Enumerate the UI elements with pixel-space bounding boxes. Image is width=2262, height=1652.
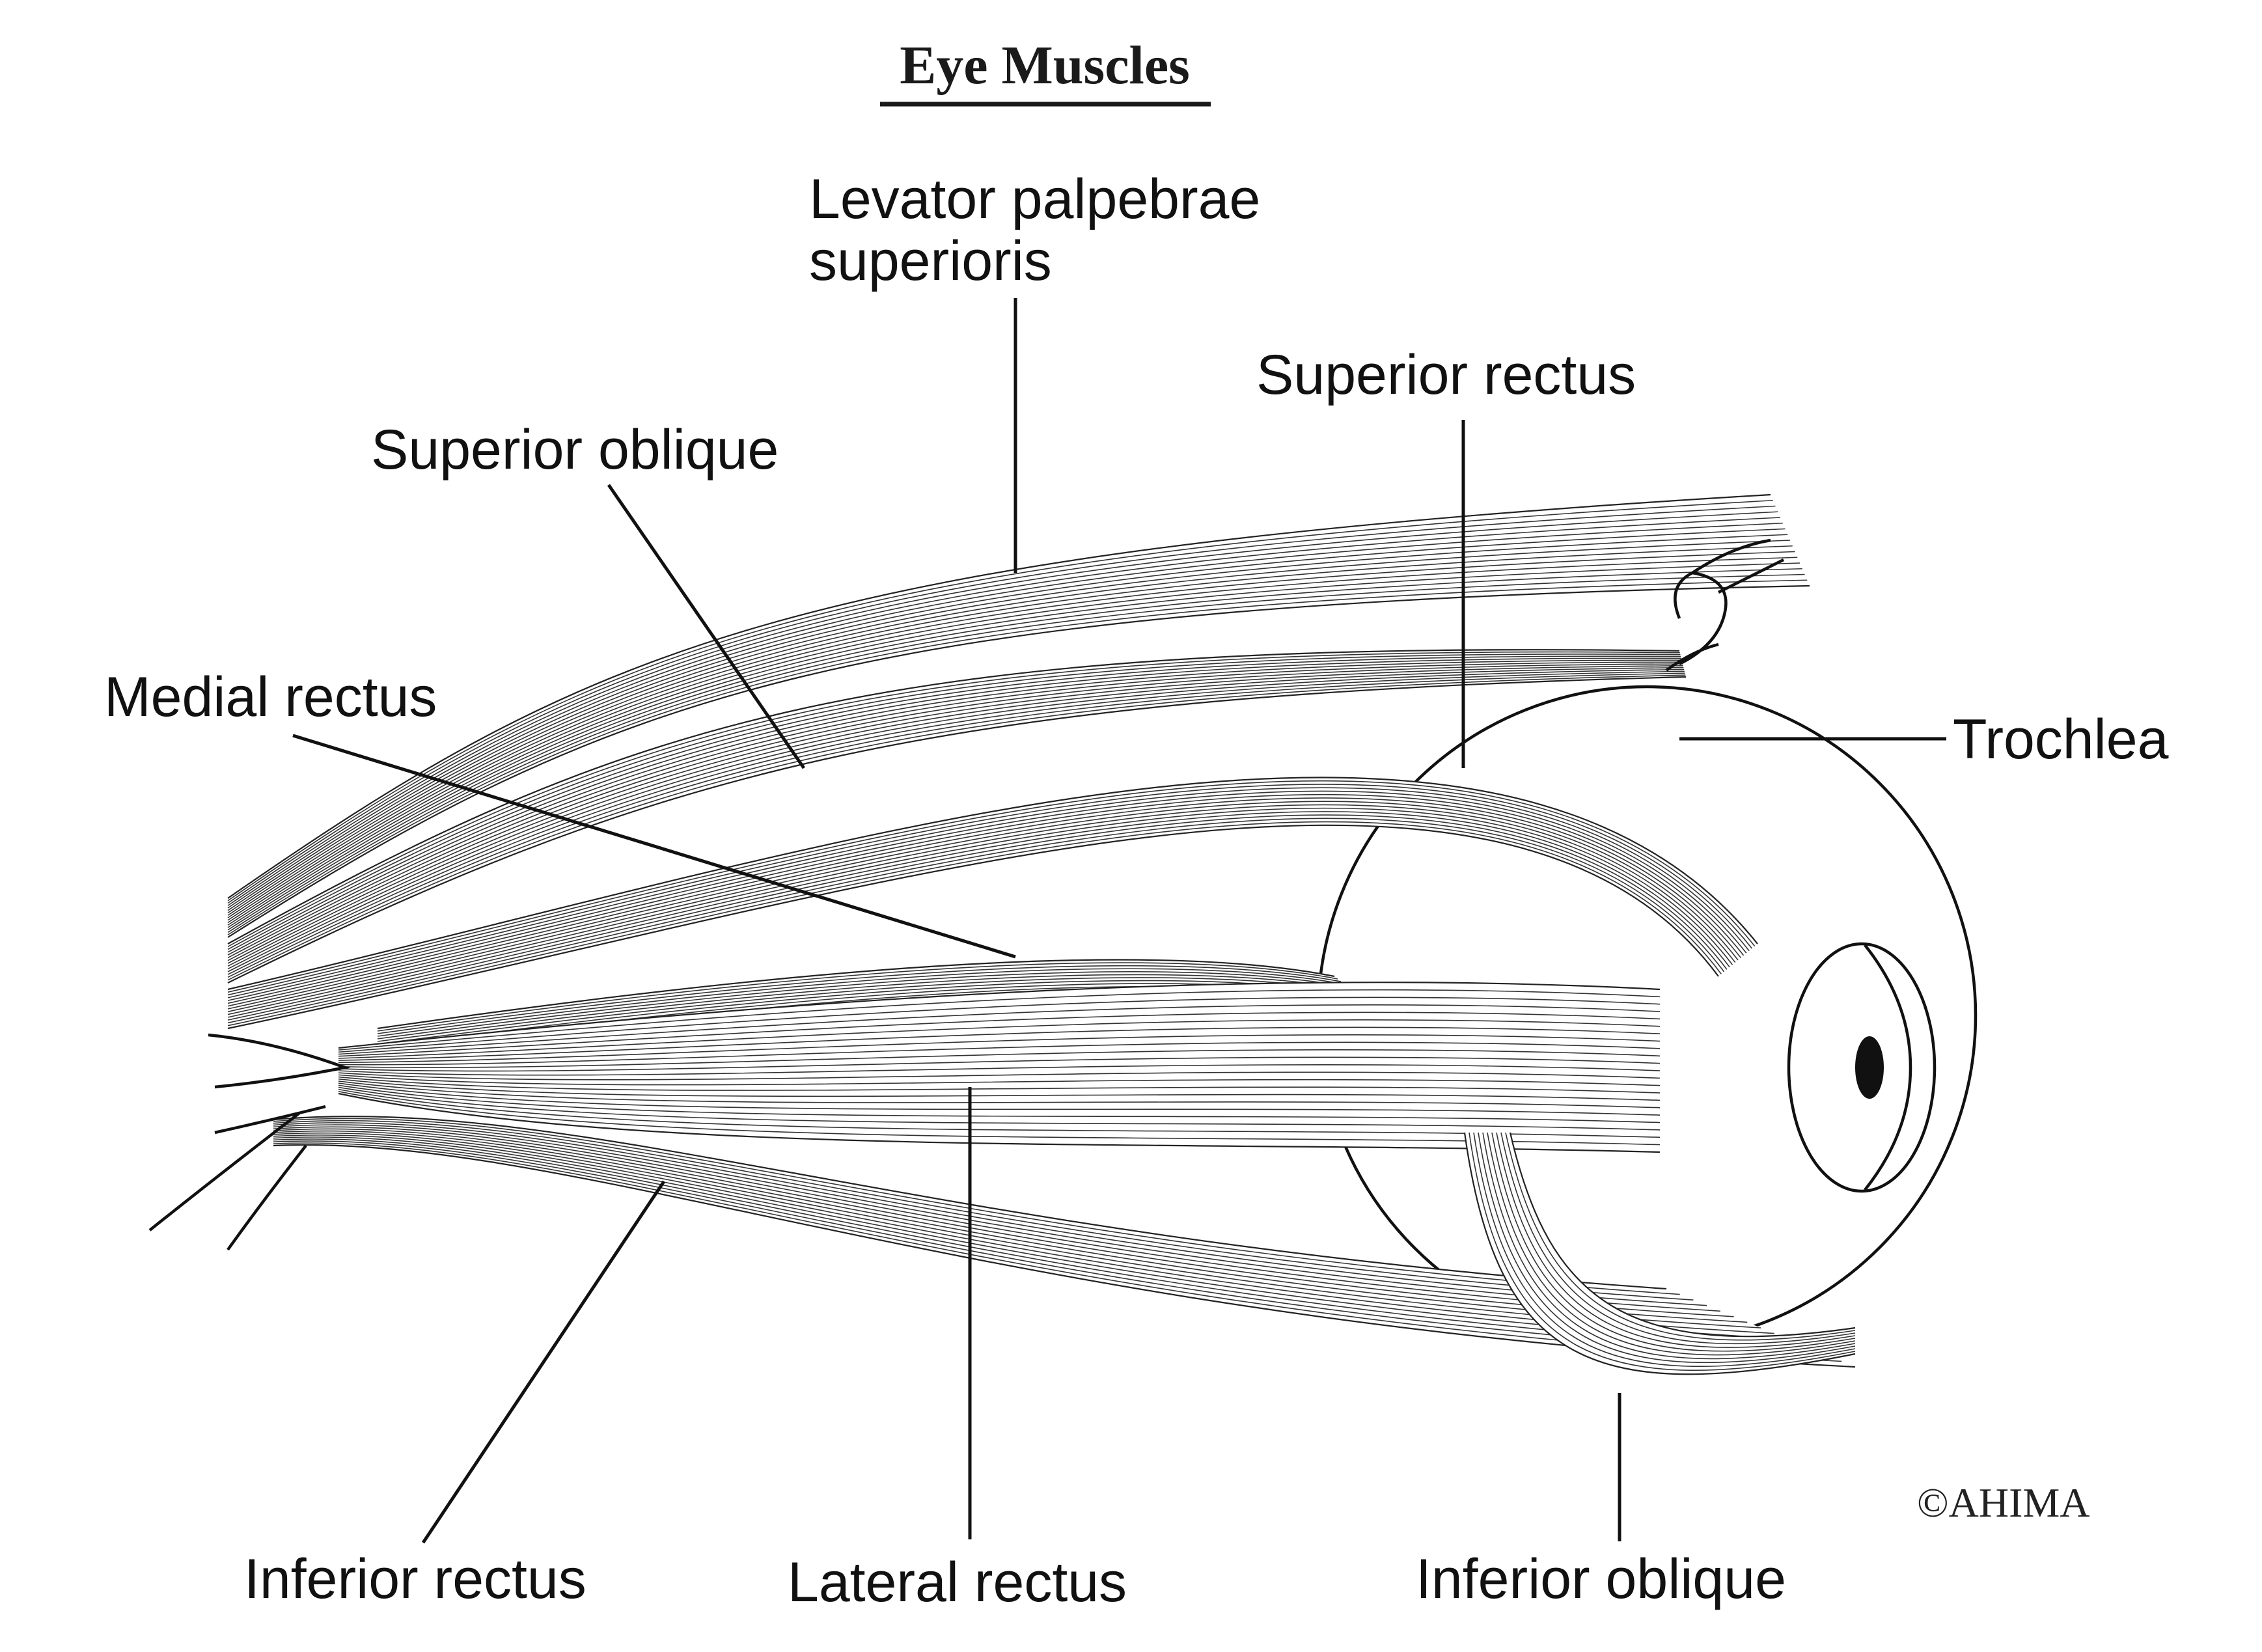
diagram-title: Eye Muscles — [880, 35, 1211, 107]
optic-apex — [148, 1033, 351, 1251]
label-levator-line2: superioris — [809, 230, 1052, 292]
title-text: Eye Muscles — [900, 35, 1190, 96]
label-superior-rectus: Superior rectus — [1256, 344, 1636, 406]
labels: Levator palpebrae superioris Superior re… — [104, 168, 2169, 1614]
inferior-rectus-muscle — [273, 1116, 1856, 1368]
pupil — [1855, 1036, 1884, 1099]
inferior-oblique-muscle — [1463, 1132, 1856, 1375]
trochlea-pulley — [1665, 538, 1785, 672]
levator-palpebrae-muscle — [227, 493, 1810, 938]
superior-oblique-muscle — [227, 649, 1687, 984]
label-superior-oblique: Superior oblique — [371, 419, 779, 481]
leader-inferior-rectus — [421, 1180, 666, 1544]
lateral-rectus-muscle — [338, 982, 1661, 1153]
cornea-front — [1864, 944, 1912, 1191]
label-medial-rectus: Medial rectus — [104, 666, 437, 728]
label-inferior-oblique: Inferior oblique — [1416, 1548, 1786, 1610]
copyright-credit: ©AHIMA — [1917, 1480, 2090, 1526]
leader-lines — [292, 298, 1946, 1544]
leader-medial-rectus — [292, 734, 1016, 959]
label-lateral-rectus: Lateral rectus — [788, 1551, 1127, 1614]
cornea — [1787, 942, 1937, 1193]
label-levator-line1: Levator palpebrae — [809, 168, 1260, 230]
muscle-bundles — [148, 493, 1856, 1375]
superior-rectus-muscle — [227, 777, 1758, 1030]
leader-superior-oblique — [607, 484, 806, 769]
label-trochlea: Trochlea — [1953, 708, 2169, 771]
label-inferior-rectus: Inferior rectus — [244, 1548, 586, 1610]
